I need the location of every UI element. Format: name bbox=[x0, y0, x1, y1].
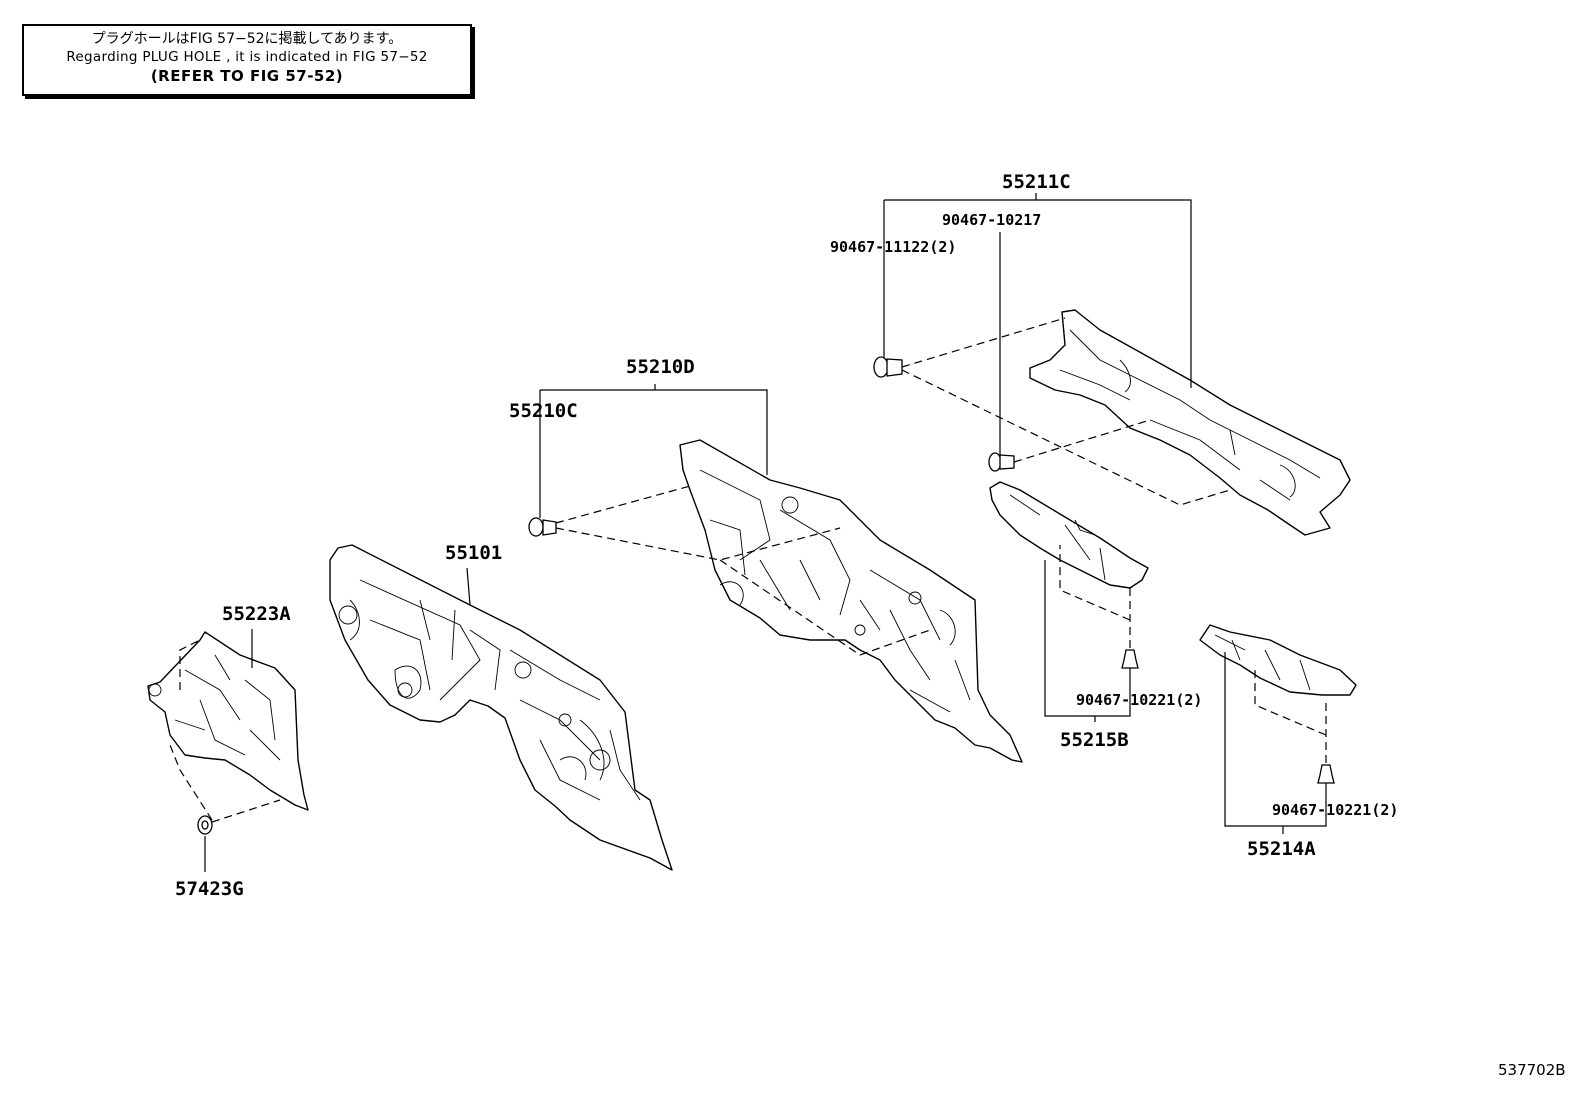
clip-90467-11122 bbox=[873, 356, 903, 378]
label-55211C: 55211C bbox=[1002, 171, 1071, 193]
label-90467-11122: 90467-11122(2) bbox=[830, 238, 956, 256]
clip-90467-10221-a bbox=[1121, 649, 1139, 669]
part-55214A-insulator bbox=[1199, 624, 1357, 696]
part-55223A-side-insulator bbox=[147, 631, 309, 811]
clip-90467-10221-b bbox=[1317, 764, 1335, 784]
reference-note: プラグホールはFIG 57−52に掲載してあります。 Regarding PLU… bbox=[22, 24, 472, 96]
note-japanese: プラグホールはFIG 57−52に掲載してあります。 bbox=[91, 31, 403, 47]
part-55210D-dash-insulator-upper bbox=[679, 439, 1023, 763]
label-55223A: 55223A bbox=[222, 603, 291, 625]
label-55214A: 55214A bbox=[1247, 838, 1316, 860]
clip-57423G bbox=[197, 815, 213, 835]
note-english: Regarding PLUG HOLE , it is indicated in… bbox=[66, 49, 428, 65]
label-55101: 55101 bbox=[445, 542, 502, 564]
label-90467-10217: 90467-10217 bbox=[942, 211, 1041, 229]
label-55210C: 55210C bbox=[509, 400, 578, 422]
note-refer: (REFER TO FIG 57-52) bbox=[150, 67, 344, 85]
label-90467-10221-b: 90467-10221(2) bbox=[1272, 801, 1398, 819]
label-90467-10221-a: 90467-10221(2) bbox=[1076, 691, 1202, 709]
label-57423G: 57423G bbox=[175, 878, 244, 900]
assembly-dash-lines bbox=[169, 317, 1327, 823]
label-55210D: 55210D bbox=[626, 356, 695, 378]
part-55211C-top-insulator bbox=[1029, 309, 1351, 536]
part-55215B-insulator bbox=[989, 481, 1149, 589]
label-55215B: 55215B bbox=[1060, 729, 1129, 751]
clip-90467-10217 bbox=[988, 452, 1015, 472]
part-55101-dash-insulator bbox=[329, 544, 673, 871]
figure-id: 537702B bbox=[1498, 1061, 1566, 1079]
leader-lines bbox=[204, 193, 1327, 872]
clip-55210C bbox=[528, 517, 557, 537]
